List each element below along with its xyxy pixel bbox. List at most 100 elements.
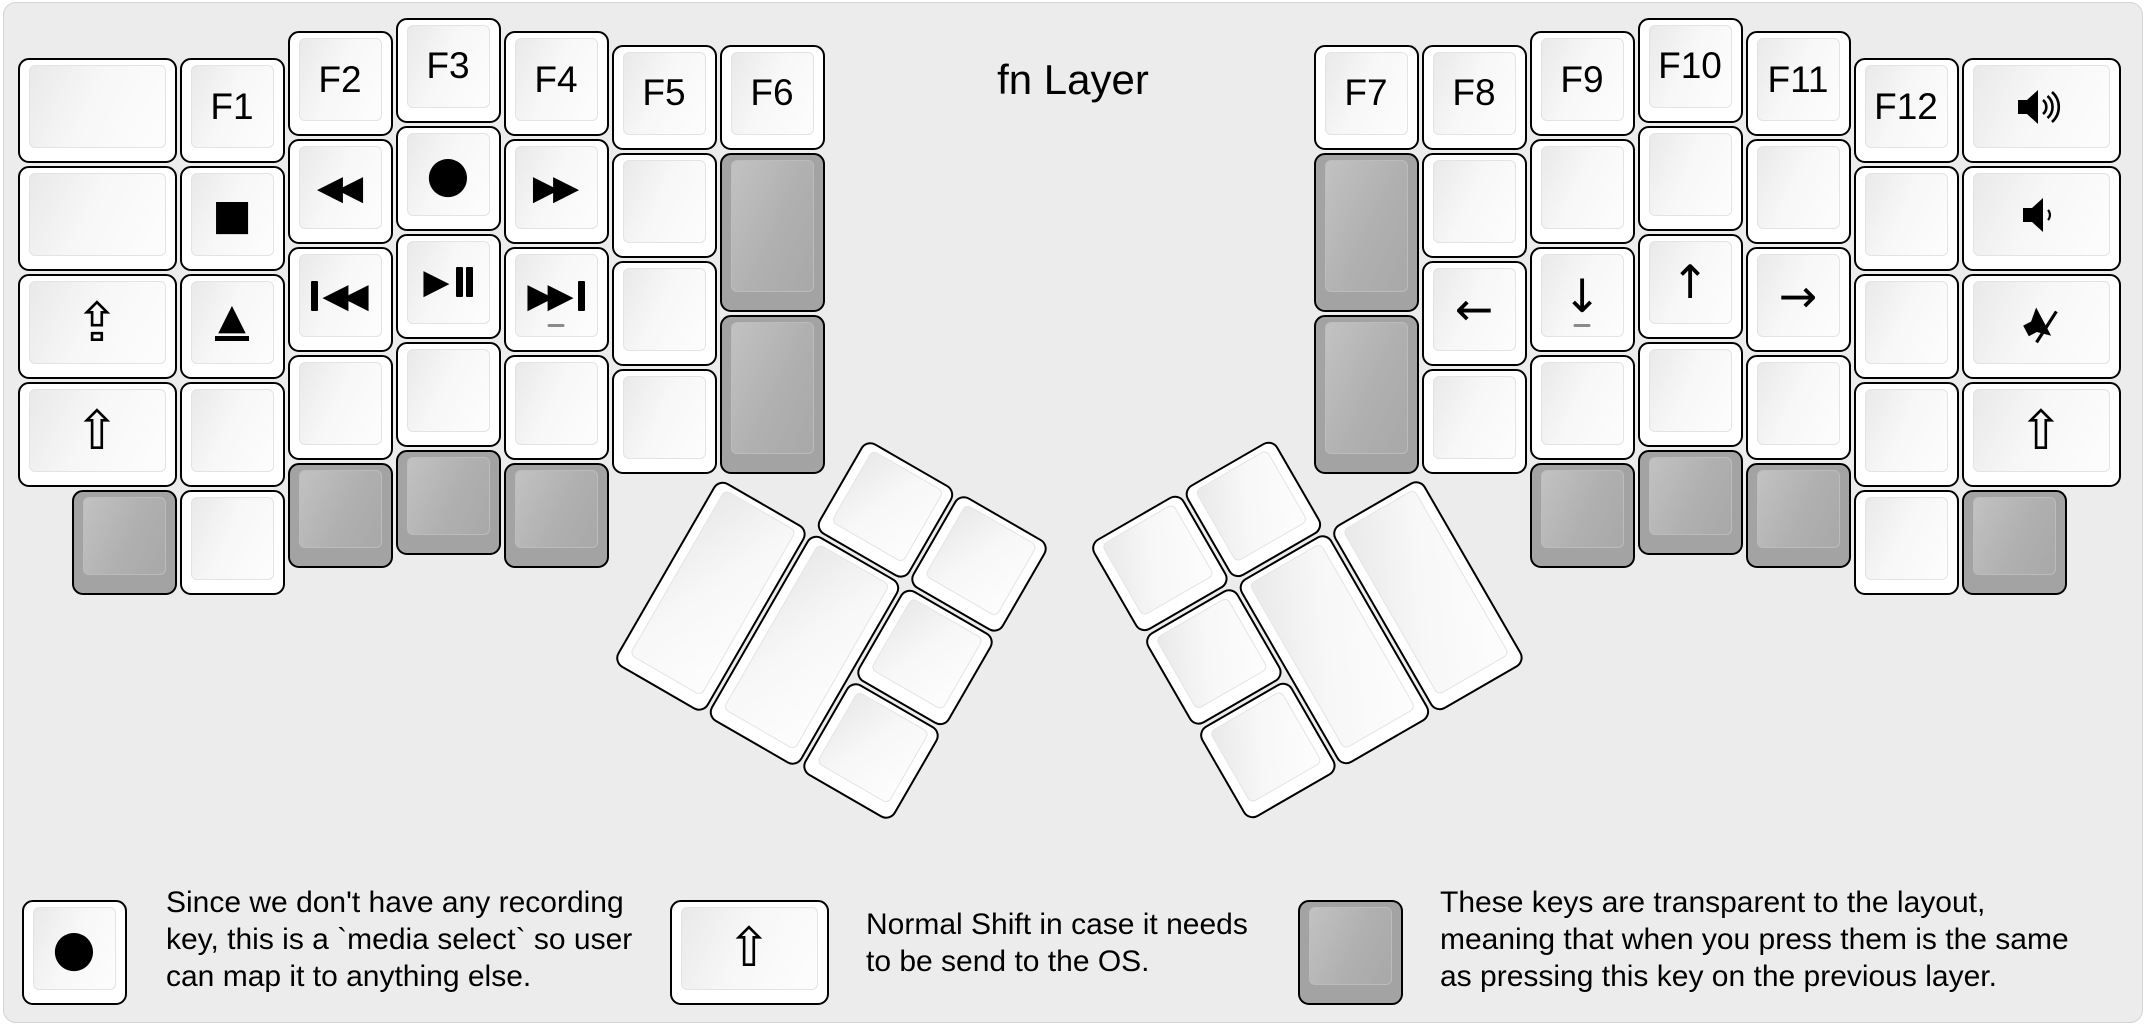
key-left-arrow[interactable]: ← <box>1421 260 1527 366</box>
keycap: → <box>1756 254 1840 337</box>
key-blank[interactable] <box>1745 355 1851 460</box>
key-blank[interactable] <box>611 260 717 366</box>
key-blank[interactable] <box>1853 274 1959 379</box>
left-arrow-icon: ← <box>1454 282 1494 336</box>
key-f6[interactable]: F6 <box>719 44 825 150</box>
key-mute[interactable] <box>1961 274 2121 379</box>
key-transparent[interactable] <box>1961 490 2067 595</box>
key-blank[interactable] <box>17 166 177 271</box>
key-volume-up[interactable] <box>1961 58 2121 163</box>
key-transparent[interactable] <box>719 152 825 312</box>
keycap: F10 <box>1648 24 1732 108</box>
key-transparent[interactable] <box>1637 449 1743 555</box>
keycap <box>298 470 382 548</box>
keycap: ◀◀ <box>298 254 382 337</box>
key-label: F4 <box>534 58 578 100</box>
key-blank[interactable] <box>503 355 609 460</box>
play-pause-icon: ▶ <box>423 265 473 299</box>
key-blank[interactable] <box>1853 166 1959 271</box>
key-blank[interactable] <box>611 152 717 258</box>
legend-line: Since we don't have any recording <box>166 886 624 919</box>
key-f9[interactable]: F9 <box>1529 31 1635 136</box>
key-blank[interactable] <box>17 58 177 163</box>
keycap: ● <box>32 906 116 990</box>
stop-icon: ■ <box>212 189 252 239</box>
key-f7[interactable]: F7 <box>1313 44 1419 150</box>
key-shift[interactable]: ⇧ <box>17 382 177 487</box>
key-eject[interactable]: ▲ <box>179 274 285 379</box>
key-media-select[interactable]: ● <box>395 125 501 231</box>
key-caps-lock[interactable]: ⇪ <box>17 274 177 379</box>
key-blank[interactable] <box>1421 368 1527 474</box>
key-transparent[interactable] <box>1313 152 1419 312</box>
rewind-icon: ◀◀ <box>316 167 364 208</box>
key-shift[interactable]: ⇧ <box>1961 382 2121 487</box>
key-rewind[interactable]: ◀◀ <box>287 139 393 244</box>
key-blank[interactable] <box>287 355 393 460</box>
key-blank[interactable] <box>611 368 717 474</box>
key-blank[interactable] <box>1853 490 1959 595</box>
keycap <box>1972 281 2110 364</box>
key-blank[interactable] <box>179 490 285 595</box>
keycap <box>406 348 490 432</box>
keycap <box>190 389 274 472</box>
key-f1[interactable]: F1 <box>179 58 285 163</box>
keycap <box>1864 497 1948 580</box>
keycap <box>1864 281 1948 364</box>
key-label: F7 <box>1344 72 1388 113</box>
key-blank[interactable] <box>1421 152 1527 258</box>
key-transparent[interactable] <box>1313 314 1419 474</box>
key-down-arrow[interactable]: ↓ <box>1529 247 1635 352</box>
key-label: F11 <box>1767 58 1829 100</box>
key-right-arrow[interactable]: → <box>1745 247 1851 352</box>
key-f12[interactable]: F12 <box>1853 58 1959 163</box>
keycap <box>1194 449 1308 563</box>
key-f8[interactable]: F8 <box>1421 44 1527 150</box>
key-transparent[interactable] <box>719 314 825 474</box>
key-transparent[interactable] <box>71 490 177 595</box>
key-blank[interactable] <box>395 341 501 447</box>
key-blank[interactable] <box>1529 139 1635 244</box>
key-play-pause[interactable]: ▶ <box>395 233 501 339</box>
keycap: ← <box>1432 267 1516 351</box>
key-transparent[interactable] <box>503 463 609 568</box>
key-stop[interactable]: ■ <box>179 166 285 271</box>
down-arrow-icon: ↓ <box>1562 268 1602 323</box>
key-volume-down[interactable] <box>1961 166 2121 271</box>
key-blank[interactable] <box>1745 139 1851 244</box>
key-f2[interactable]: F2 <box>287 31 393 136</box>
key-transparent[interactable] <box>1745 463 1851 568</box>
key-f11[interactable]: F11 <box>1745 31 1851 136</box>
caps-lock-icon: ⇪ <box>74 290 120 354</box>
keycap <box>1308 906 1392 985</box>
key-transparent[interactable] <box>287 463 393 568</box>
key-blank[interactable] <box>1853 382 1959 487</box>
key-next-track[interactable]: ▶▶ <box>503 247 609 352</box>
shift-icon: ⇧ <box>2018 398 2064 462</box>
key-blank[interactable] <box>1637 341 1743 447</box>
keycap: ⇧ <box>680 906 818 990</box>
keycap <box>1432 159 1516 243</box>
key-blank[interactable] <box>1637 125 1743 231</box>
key-blank[interactable] <box>1529 355 1635 460</box>
key-f3[interactable]: F3 <box>395 17 501 123</box>
key-f10[interactable]: F10 <box>1637 17 1743 123</box>
keycap: ↑ <box>1648 240 1732 324</box>
key-f4[interactable]: F4 <box>503 31 609 136</box>
legend-sample-key: ● <box>21 899 127 1005</box>
key-blank[interactable] <box>179 382 285 487</box>
keycap <box>1648 348 1732 432</box>
keycap: ↓ <box>1540 254 1624 337</box>
key-label: F1 <box>210 85 254 127</box>
key-transparent[interactable] <box>395 449 501 555</box>
key-up-arrow[interactable]: ↑ <box>1637 233 1743 339</box>
key-transparent[interactable] <box>1529 463 1635 568</box>
legend-line: as pressing this key on the previous lay… <box>1440 960 1997 993</box>
keycap <box>622 267 706 351</box>
key-f5[interactable]: F5 <box>611 44 717 150</box>
key-fast-forward[interactable]: ▶▶ <box>503 139 609 244</box>
keycap <box>1540 146 1624 229</box>
legend-line: Normal Shift in case it needs <box>866 908 1248 941</box>
key-previous-track[interactable]: ◀◀ <box>287 247 393 352</box>
